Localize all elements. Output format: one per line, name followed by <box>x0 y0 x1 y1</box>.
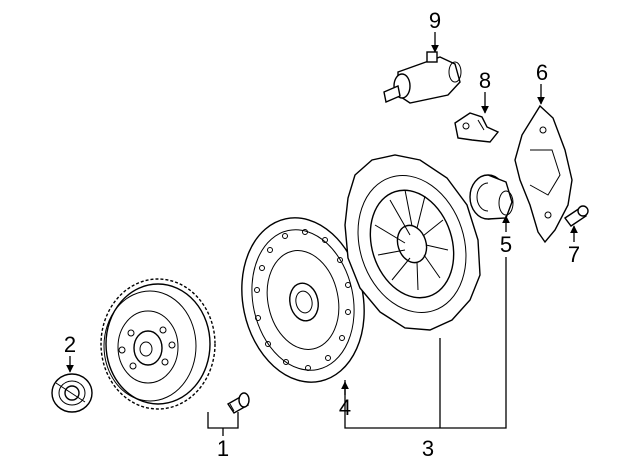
pivot-stud <box>563 205 589 227</box>
callout-2: 2 <box>64 332 76 357</box>
clutch-disc <box>241 217 365 383</box>
pressure-plate <box>344 154 481 331</box>
callout-4: 4 <box>339 395 351 420</box>
callout-5: 5 <box>500 232 512 257</box>
callout-6: 6 <box>536 60 548 85</box>
release-bearing <box>469 174 514 220</box>
callout-1: 1 <box>217 436 229 461</box>
callout-8: 8 <box>479 68 491 93</box>
pilot-bearing <box>51 373 93 413</box>
bracket <box>454 112 500 143</box>
release-fork <box>514 104 573 244</box>
callout-9: 9 <box>429 8 441 33</box>
callout-3: 3 <box>422 436 434 461</box>
slave-cylinder <box>383 51 462 104</box>
leader-lines <box>66 32 578 436</box>
callout-7: 7 <box>568 242 580 267</box>
flywheel <box>100 278 216 410</box>
flywheel-bolt <box>227 392 250 414</box>
